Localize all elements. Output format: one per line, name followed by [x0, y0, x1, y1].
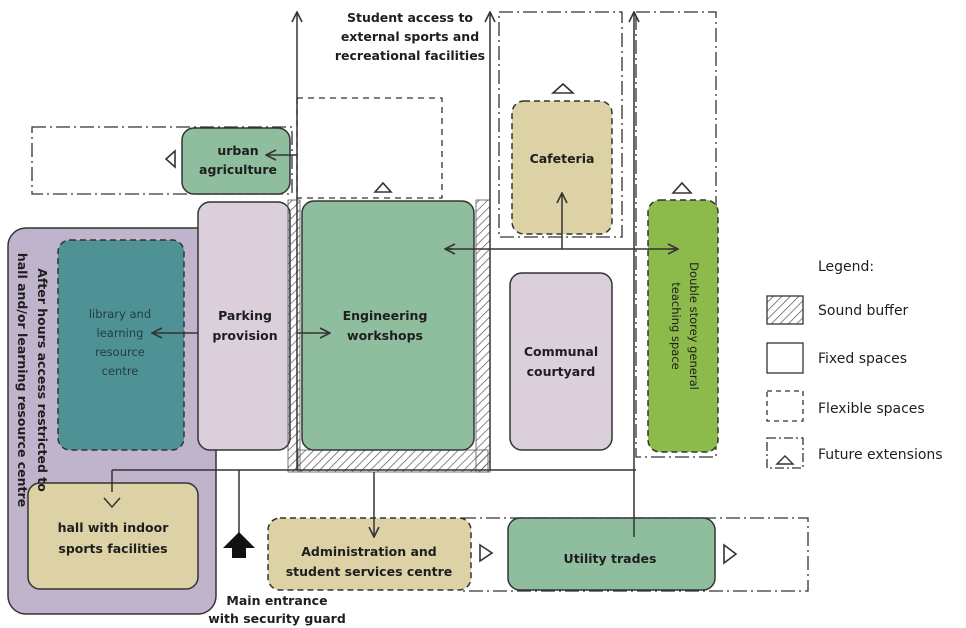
engineering-workshops-block [301, 200, 475, 451]
communal-label-1: Communal [524, 344, 598, 359]
engineering-label-1: Engineering [343, 308, 428, 323]
urban-agriculture-block [181, 127, 291, 195]
utility-label: Utility trades [564, 551, 657, 566]
admin-label-1: Administration and [301, 544, 437, 559]
sound-buffer-left [287, 199, 301, 473]
hall-block [27, 482, 199, 590]
admin-triangle-icon [479, 543, 494, 563]
cafeteria-extension-zone [498, 11, 623, 238]
hatched-square-icon [766, 295, 804, 325]
library-block [57, 239, 185, 451]
parking-label-2: provision [212, 328, 277, 343]
library-label-2: learning [97, 326, 144, 340]
dashed-square-icon [766, 390, 804, 422]
after-hours-label-1: After hours access restricted to [35, 268, 50, 492]
legend-sound-buffer-label: Sound buffer [818, 303, 909, 319]
student-access-label-3: recreational facilities [335, 48, 485, 63]
main-entrance-arrow-icon [223, 532, 255, 558]
communal-courtyard-block [509, 272, 613, 451]
workshops-triangle-icon [373, 181, 393, 193]
sound-buffer-bottom [297, 449, 489, 473]
urban-agriculture-label-1: urban [217, 143, 258, 158]
main-entrance-label-1: Main entrance [226, 593, 327, 608]
urban-agriculture-extension-zone [31, 126, 293, 195]
legend-title: Legend: [818, 259, 874, 275]
student-access-label-1: Student access to [347, 10, 473, 25]
legend-triangle-icon [775, 455, 795, 465]
urban-agriculture-label-2: agriculture [199, 162, 277, 177]
solid-square-icon [766, 342, 804, 374]
engineering-label-2: workshops [347, 328, 423, 343]
legend-flexible-spaces-label: Flexible spaces [818, 401, 925, 417]
teaching-space-label-1: Double storey general [687, 262, 701, 390]
utility-triangle-icon [723, 543, 738, 565]
workshops-flexible-zone [296, 97, 443, 199]
sound-buffer-right [475, 199, 491, 473]
hall-label-2: sports facilities [58, 541, 167, 556]
urban-agriculture-triangle-icon [164, 149, 176, 169]
cafeteria-label: Cafeteria [530, 151, 595, 166]
teaching-space-block [647, 199, 719, 453]
main-entrance-label-2: with security guard [208, 611, 346, 626]
parking-label-1: Parking [218, 308, 272, 323]
legend: Legend: Sound buffer Fixed spaces Flexib… [766, 259, 943, 469]
student-access-label-2: external sports and [341, 29, 479, 44]
library-label-4: centre [102, 364, 139, 378]
library-label-1: library and [89, 307, 151, 321]
diagram-labels: Student access to external sports and re… [58, 10, 657, 626]
utility-trades-block [507, 517, 716, 591]
library-label-3: resource [95, 345, 145, 359]
cafeteria-triangle-icon [550, 82, 576, 94]
communal-label-2: courtyard [527, 364, 596, 379]
hall-label-1: hall with indoor [58, 520, 170, 535]
legend-fixed-spaces-label: Fixed spaces [818, 351, 907, 367]
rotated-labels: Double storey general teaching space Aft… [15, 253, 701, 507]
admin-block [267, 517, 472, 591]
teaching-space-label-2: teaching space [669, 282, 683, 369]
admin-label-2: student services centre [286, 564, 453, 579]
parking-block [197, 201, 291, 451]
hall-arrow [103, 497, 121, 509]
future-extension-markers [164, 82, 738, 565]
teaching-triangle-icon [671, 181, 693, 194]
legend-future-extensions-label: Future extensions [818, 447, 943, 463]
after-hours-label-2: hall and/or learning resource centre [15, 253, 30, 507]
circulation-paths [111, 12, 678, 537]
teaching-space-extension-zone [635, 11, 717, 458]
